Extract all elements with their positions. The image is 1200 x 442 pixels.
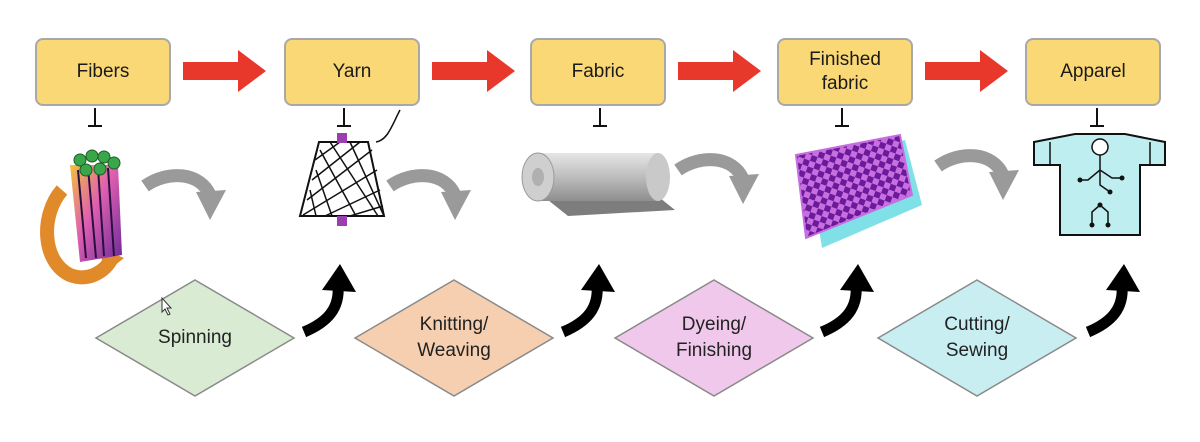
- up-arrow-4: [1085, 264, 1140, 338]
- process-dyeing-label: Dyeing/ Finishing: [675, 314, 753, 361]
- checkered-fabric-icon: [794, 133, 922, 248]
- up-arrow-3: [819, 264, 874, 338]
- down-arrow-1: [88, 108, 102, 127]
- diamond-knitting: [353, 279, 555, 397]
- process-knitting-label: Knitting/ Weaving: [417, 314, 491, 361]
- down-arrow-5: [1090, 108, 1104, 127]
- up-arrow-1: [301, 264, 356, 338]
- stage-apparel: Apparel: [1025, 38, 1161, 106]
- fabric-roll-icon: [521, 152, 675, 216]
- stage-finished-fabric: Finished fabric: [777, 38, 913, 106]
- down-arrow-2: [337, 108, 351, 127]
- stage-fibers: Fibers: [35, 38, 171, 106]
- process-spinning-label: Spinning: [158, 327, 232, 348]
- yarn-cone-icon: [298, 109, 401, 226]
- gray-curve-4: [934, 149, 1019, 200]
- gray-curve-3: [674, 153, 759, 204]
- process-cutting-label: Cutting/ Sewing: [944, 314, 1010, 361]
- up-arrow-2: [560, 264, 615, 338]
- diamond-dyeing: [613, 279, 815, 397]
- process-diamonds: [94, 279, 1078, 397]
- down-arrows: [88, 108, 1104, 127]
- diamond-spinning: [94, 279, 296, 397]
- fiber-bundle-icon: [40, 149, 124, 285]
- up-arrows: [301, 264, 1140, 338]
- gray-curve-2: [386, 169, 471, 220]
- smart-shirt-icon: [1033, 133, 1166, 236]
- red-arrow-3: [678, 50, 761, 92]
- diamond-cutting: [876, 279, 1078, 397]
- stage-yarn: Yarn: [284, 38, 420, 106]
- red-arrow-2: [432, 50, 515, 92]
- red-arrows: [183, 50, 1008, 92]
- red-arrow-4: [925, 50, 1008, 92]
- down-arrow-4: [835, 108, 849, 127]
- stage-fabric: Fabric: [530, 38, 666, 106]
- gray-curved-arrows: [141, 149, 1019, 220]
- red-arrow-1: [183, 50, 266, 92]
- down-arrow-3: [593, 108, 607, 127]
- gray-curve-1: [141, 169, 226, 220]
- mouse-cursor-icon: [161, 296, 173, 316]
